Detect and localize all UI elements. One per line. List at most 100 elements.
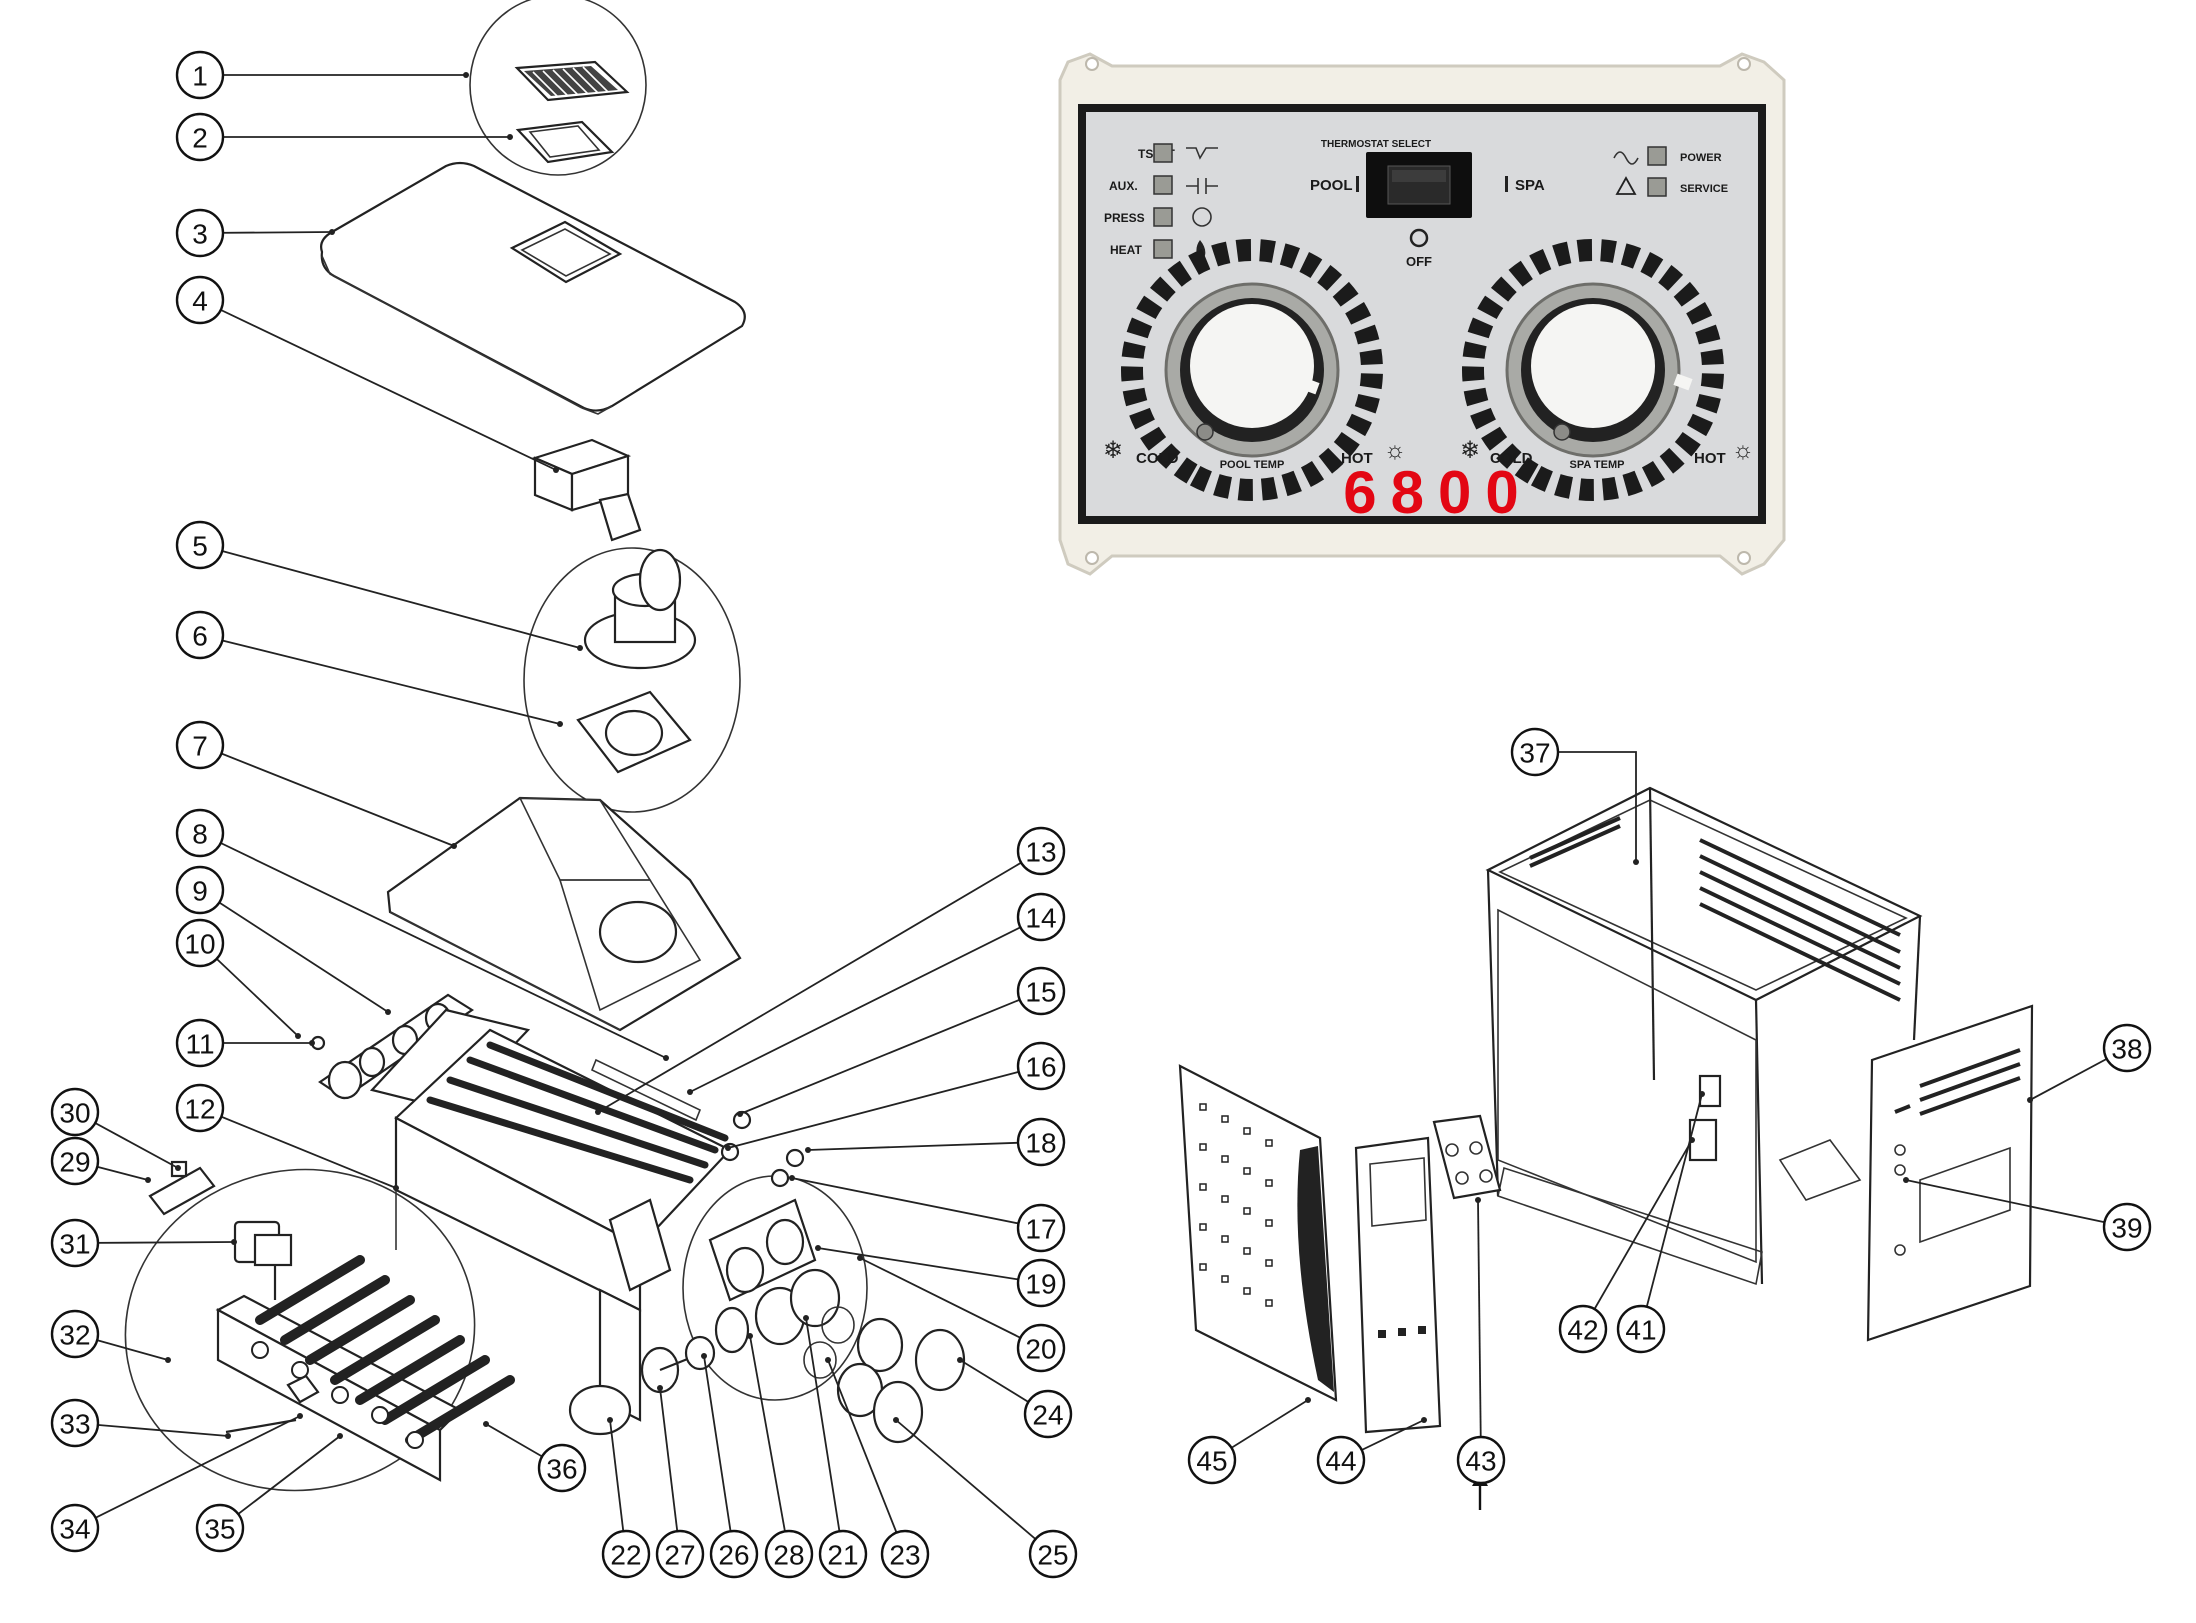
callout-number: 24 bbox=[1032, 1400, 1063, 1431]
callout-16: 16 bbox=[1016, 1041, 1066, 1091]
part-top-cover bbox=[320, 161, 746, 415]
spa-temp-dial[interactable]: COLD SPA TEMP HOT ❄ ☼ bbox=[1429, 206, 1757, 534]
leader-arrowhead bbox=[577, 645, 583, 651]
leader-arrowhead bbox=[165, 1357, 171, 1363]
thermostat-select-switch[interactable]: THERMOSTAT SELECT POOL SPA OFF bbox=[1310, 139, 1545, 269]
callout-26: 26 bbox=[709, 1529, 759, 1579]
leader-arrowhead bbox=[483, 1421, 489, 1427]
heat-led bbox=[1153, 239, 1173, 259]
model-number: 6800 bbox=[1343, 459, 1532, 526]
callout-number: 41 bbox=[1625, 1315, 1656, 1346]
callout-number: 12 bbox=[184, 1094, 215, 1125]
callout-number: 10 bbox=[184, 929, 215, 960]
part-blower-plate bbox=[576, 690, 692, 774]
leader-arrowhead bbox=[803, 1315, 809, 1321]
callout-number: 15 bbox=[1025, 977, 1056, 1008]
callout-number: 13 bbox=[1025, 837, 1056, 868]
leader-arrowhead bbox=[295, 1033, 301, 1039]
leader-arrowhead bbox=[225, 1433, 231, 1439]
callout-22: 22 bbox=[601, 1529, 651, 1579]
sun-icon: ☼ bbox=[1384, 437, 1406, 464]
callout-number: 33 bbox=[59, 1409, 90, 1440]
leader-arrowhead bbox=[701, 1353, 707, 1359]
power-led bbox=[1647, 146, 1667, 166]
spa-hot-label: HOT bbox=[1694, 450, 1726, 467]
callout-number: 28 bbox=[773, 1540, 804, 1571]
part-side-panel bbox=[1866, 1004, 2034, 1342]
leader-arrowhead bbox=[687, 1089, 693, 1095]
leader-line bbox=[199, 544, 581, 649]
service-led bbox=[1647, 177, 1667, 197]
leader-arrowhead bbox=[309, 1040, 315, 1046]
leader-line bbox=[199, 889, 389, 1013]
spa-dial-name: SPA TEMP bbox=[1569, 459, 1624, 471]
part-grille bbox=[514, 60, 630, 102]
callout-28: 28 bbox=[764, 1529, 814, 1579]
warning-icon bbox=[1615, 176, 1637, 195]
leader-line bbox=[1535, 751, 1637, 862]
leader-arrowhead bbox=[789, 1175, 795, 1181]
indicator-label-aux: AUX. bbox=[1109, 179, 1138, 193]
leader-line bbox=[727, 1065, 1042, 1149]
leader-arrowhead bbox=[1689, 1137, 1695, 1143]
leader-line bbox=[827, 1359, 906, 1555]
leader-line bbox=[791, 1177, 1042, 1229]
callout-12: 12 bbox=[175, 1083, 225, 1133]
callout-20: 20 bbox=[1016, 1323, 1066, 1373]
control-panel: TSTAT AUX. PRESS HEAT THERMOSTAT SELECT … bbox=[1058, 52, 1786, 576]
leader-line bbox=[859, 1257, 1042, 1349]
callout-number: 8 bbox=[192, 819, 208, 850]
callout-number: 6 bbox=[192, 621, 208, 652]
callout-10: 10 bbox=[175, 918, 225, 968]
callout-number: 7 bbox=[192, 731, 208, 762]
callout-number: 26 bbox=[718, 1540, 749, 1571]
leader-arrowhead bbox=[825, 1357, 831, 1363]
leader-line bbox=[1640, 1093, 1703, 1330]
indicators-left: TSTAT AUX. PRESS HEAT bbox=[1104, 143, 1218, 259]
leader-line bbox=[74, 1241, 235, 1244]
leader-arrowhead bbox=[451, 843, 457, 849]
callout-11: 11 bbox=[175, 1018, 225, 1068]
tstat-led bbox=[1153, 143, 1173, 163]
off-label: OFF bbox=[1406, 254, 1432, 269]
detail-ellipse-blower bbox=[523, 547, 741, 813]
leader-arrowhead bbox=[857, 1255, 863, 1261]
part-blower bbox=[583, 548, 697, 670]
indicators-right: POWER SERVICE bbox=[1613, 146, 1728, 197]
callout-1: 1 bbox=[175, 50, 225, 100]
callout-32: 32 bbox=[50, 1309, 100, 1359]
leader-line bbox=[807, 1141, 1042, 1151]
callout-number: 21 bbox=[827, 1540, 858, 1571]
cabinet-assembly bbox=[1178, 786, 2034, 1510]
leader-line bbox=[749, 1335, 790, 1555]
off-indicator-icon bbox=[1409, 228, 1429, 248]
indicator-label-power: POWER bbox=[1680, 152, 1722, 164]
callout-31: 31 bbox=[50, 1218, 100, 1268]
callout-number: 17 bbox=[1025, 1214, 1056, 1245]
part-bypass-manifold bbox=[682, 1110, 868, 1401]
indicator-label-press: PRESS bbox=[1104, 211, 1145, 225]
callout-number: 35 bbox=[204, 1514, 235, 1545]
callout-number: 32 bbox=[59, 1320, 90, 1351]
leader-line bbox=[1582, 1139, 1693, 1330]
callout-number: 9 bbox=[192, 876, 208, 907]
leader-arrowhead bbox=[393, 1185, 399, 1191]
callout-number: 31 bbox=[59, 1229, 90, 1260]
leader-arrowhead bbox=[557, 721, 563, 727]
leader-line bbox=[895, 1419, 1054, 1555]
leader-arrowhead bbox=[957, 1357, 963, 1363]
leader-arrowhead bbox=[175, 1165, 181, 1171]
callout-7: 7 bbox=[175, 720, 225, 770]
leader-arrowhead bbox=[553, 467, 559, 473]
power-wave-icon bbox=[1613, 151, 1639, 165]
leader-arrowhead bbox=[337, 1433, 343, 1439]
callout-number: 39 bbox=[2111, 1213, 2142, 1244]
callout-number: 14 bbox=[1025, 903, 1056, 934]
leader-arrowhead bbox=[1699, 1091, 1705, 1097]
callout-number: 42 bbox=[1567, 1315, 1598, 1346]
leader-line bbox=[659, 1387, 681, 1555]
callout-number: 45 bbox=[1196, 1446, 1227, 1477]
pool-temp-dial[interactable]: COLD POOL TEMP HOT ❄ ☼ bbox=[1088, 206, 1416, 534]
leader-arrowhead bbox=[595, 1109, 601, 1115]
